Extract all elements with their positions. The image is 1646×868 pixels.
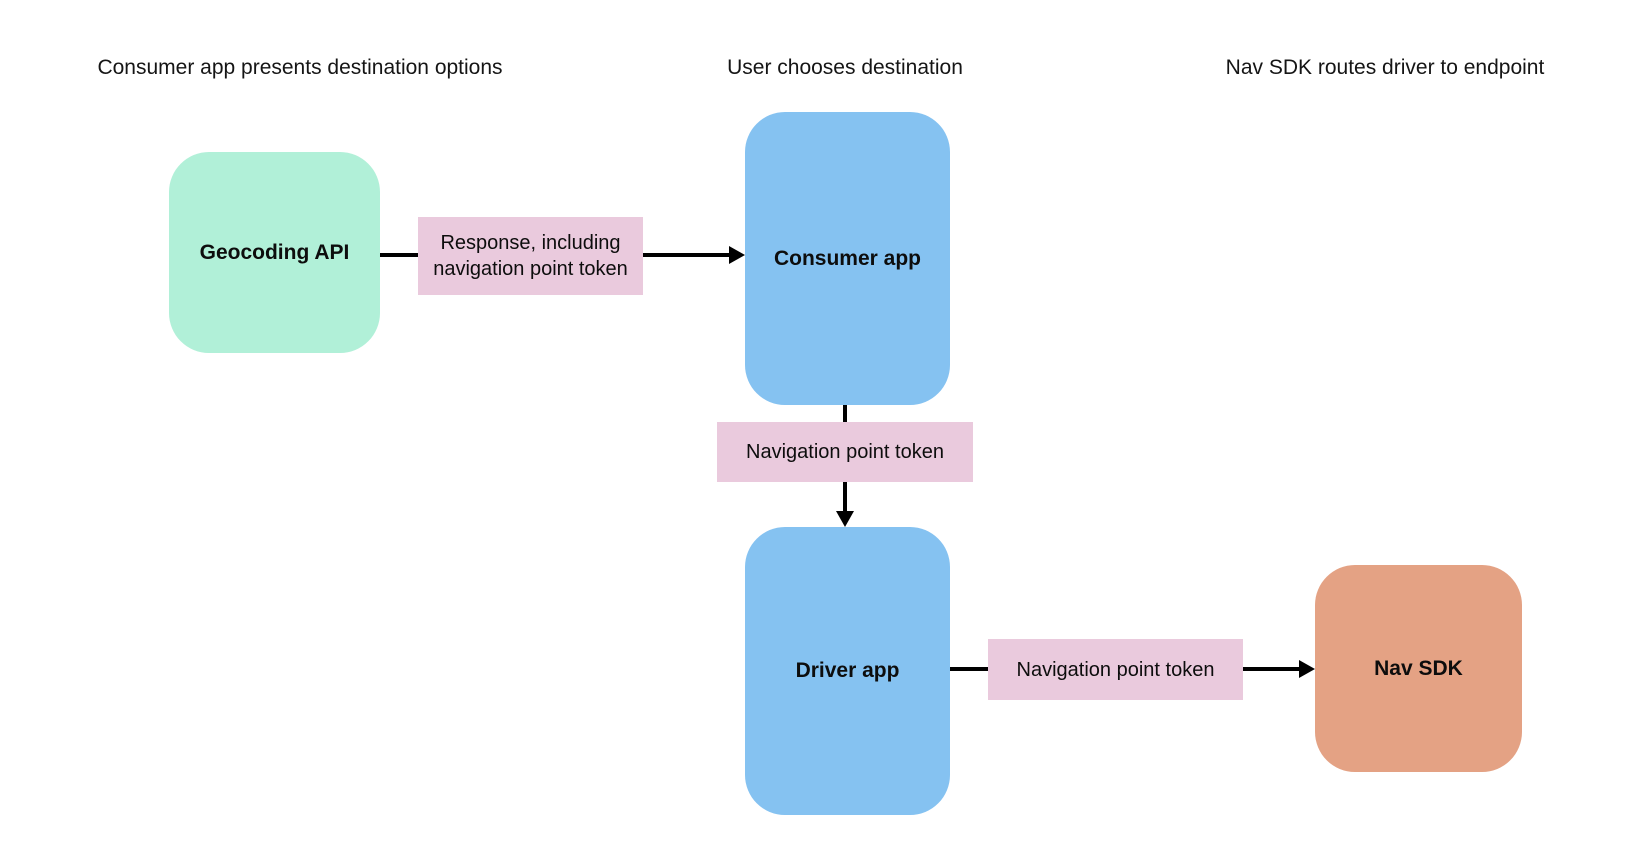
edge-consumer-to-driver-line [843,405,847,422]
node-nav-sdk-label: Nav SDK [1374,656,1463,680]
edge-geocoding-to-consumer-line2 [643,253,729,257]
column-header-navsdk-routes: Nav SDK routes driver to endpoint [1225,56,1545,79]
edge-geocoding-to-consumer-line [380,253,418,257]
edge-label-navigation-point-token-2: Navigation point token [988,639,1243,700]
edge-driver-to-navsdk-line [950,667,988,671]
edge-label-navigation-point-token-2-text: Navigation point token [1016,658,1215,681]
node-consumer-app-label: Consumer app [773,246,922,270]
node-driver-app-label: Driver app [795,659,900,682]
node-geocoding-api-label: Geocoding API [199,240,350,264]
arrowhead-into-driver-app-icon [836,511,854,527]
node-driver-app: Driver app [745,527,950,815]
node-nav-sdk: Nav SDK [1315,565,1522,772]
column-header-consumer-presents: Consumer app presents destination option… [97,56,503,79]
edge-label-response-token: Response, including navigation point tok… [418,217,643,295]
edge-label-navigation-point-token-1-text: Navigation point token [746,441,944,463]
node-consumer-app: Consumer app [745,112,950,405]
node-geocoding-api: Geocoding API [169,152,380,353]
arrowhead-into-consumer-app-icon [729,246,745,264]
column-header-user-chooses: User chooses destination [727,56,963,79]
arrowhead-into-nav-sdk-icon [1299,660,1315,678]
edge-driver-to-navsdk-line2 [1243,667,1299,671]
edge-consumer-to-driver-line2 [843,482,847,511]
edge-label-navigation-point-token-1: Navigation point token [717,422,973,482]
edge-label-response-token-text: Response, including navigation point tok… [433,232,628,280]
